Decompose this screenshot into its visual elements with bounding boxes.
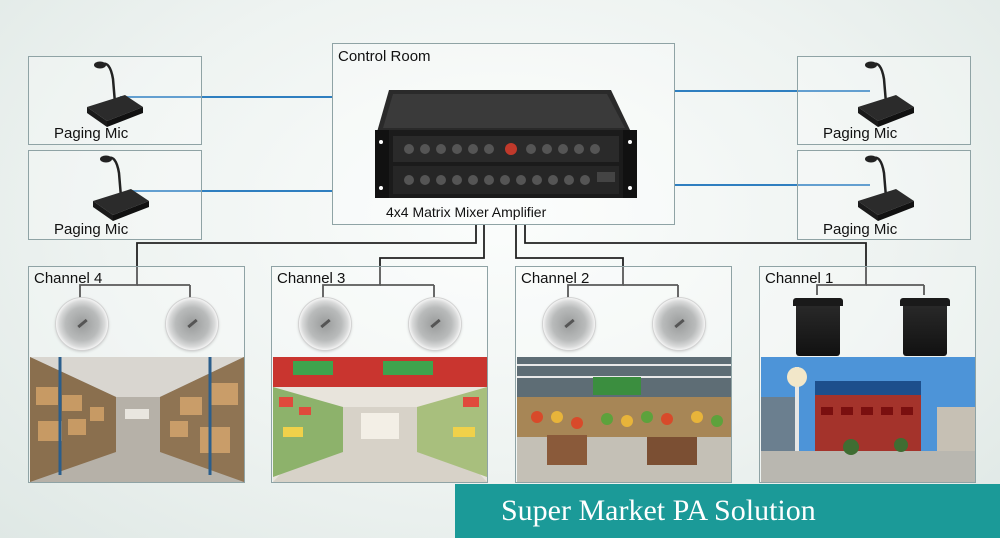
channel-4-box: Channel 4 (28, 266, 245, 483)
ceiling-speaker-icon (653, 298, 705, 350)
channel-3-box: Channel 3 (271, 266, 488, 483)
paging-mic-icon (858, 155, 914, 221)
channel-label: Channel 3 (277, 270, 346, 287)
channel-label: Channel 2 (521, 270, 590, 287)
paging-mic-box-right-bottom: Paging Mic (797, 150, 971, 240)
control-room-box: Control Room 4x4 Matrix Mixer Amplifier (332, 43, 675, 225)
paging-mic-box-left-bottom: Paging Mic (28, 150, 202, 240)
solution-banner: Super Market PA Solution (455, 484, 1000, 538)
channel-label: Channel 1 (765, 270, 834, 287)
channel-2-box: Channel 2 (515, 266, 732, 483)
paging-mic-icon (858, 61, 914, 127)
paging-mic-label: Paging Mic (823, 125, 898, 142)
paging-mic-icon (93, 155, 149, 221)
ceiling-speaker-icon (299, 298, 351, 350)
fresh-produce-photo (517, 357, 731, 482)
ceiling-speaker-icon (56, 298, 108, 350)
paging-mic-icon (87, 61, 143, 127)
channel-label: Channel 4 (34, 270, 103, 287)
mixer-amplifier-label: 4x4 Matrix Mixer Amplifier (386, 204, 547, 220)
channel3-wire (322, 225, 485, 298)
ceiling-speaker-icon (543, 298, 595, 350)
paging-mic-label: Paging Mic (823, 221, 898, 238)
wall-speaker-icon (900, 298, 950, 356)
channel1-wire (524, 225, 867, 295)
paging-mic-box-left-top: Paging Mic (28, 56, 202, 145)
warehouse-photo (30, 357, 244, 482)
channel4-wire (79, 225, 477, 298)
ceiling-speaker-icon (166, 298, 218, 350)
paging-mic-label: Paging Mic (54, 125, 129, 142)
supermarket-aisle-photo (273, 357, 487, 482)
paging-mic-label: Paging Mic (54, 221, 129, 238)
wall-speaker-icon (793, 298, 843, 356)
channel-1-box: Channel 1 (759, 266, 976, 483)
mixer-amplifier-icon (375, 90, 637, 198)
storefront-photo (761, 357, 975, 482)
channel2-wire (515, 225, 624, 298)
ceiling-speaker-icon (409, 298, 461, 350)
paging-mic-box-right-top: Paging Mic (797, 56, 971, 145)
control-room-label: Control Room (338, 48, 431, 65)
